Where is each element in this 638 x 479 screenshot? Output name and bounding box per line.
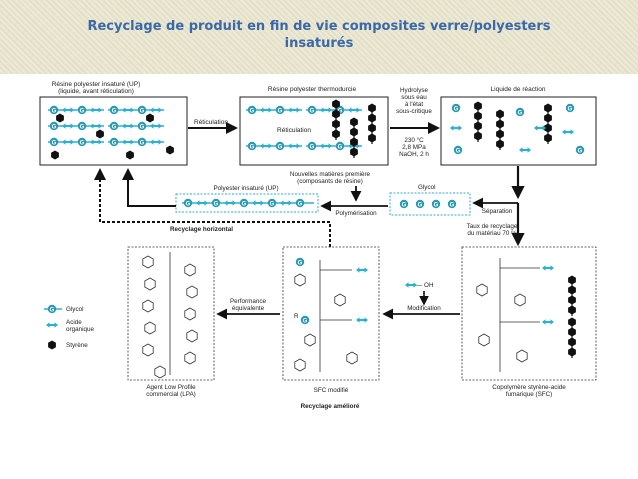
arrow-return-box1 (122, 168, 176, 207)
hydrolyse-line2: sous eau (401, 94, 427, 101)
sfc-caption-line1: Copolymère styrène-acide (492, 384, 566, 391)
lpa-caption-line2: commercial (LPA) (146, 391, 196, 398)
nouvelles-line2: (composants de résine) (297, 178, 363, 185)
glycol-box (389, 192, 471, 216)
box-resin-up (39, 96, 188, 166)
performance-line1: Performance (230, 298, 267, 305)
title-banner (0, 0, 638, 74)
legend (44, 304, 62, 350)
label-recyclage-ameliore: Recyclage amélioré (301, 403, 360, 410)
legend-styrene-icon (48, 340, 56, 350)
hydrolyse-line1: Hydrolyse (400, 87, 428, 94)
legend-acide-line2: organique (66, 326, 95, 333)
label-modification: Modification (407, 305, 441, 312)
box-sfc-modifie (282, 246, 380, 381)
box3-title: Liquide de réaction (491, 86, 546, 93)
oh-label: — OH (416, 282, 434, 289)
r-label: R (294, 313, 299, 320)
glycol-box-label: Glycol (418, 184, 436, 191)
hydrolyse-line4: sous-critique (396, 108, 432, 115)
label-reticulation: Réticulation (194, 119, 228, 126)
slide-title: Recyclage de produit en fin de vie compo… (40, 18, 598, 52)
box1-title-line2: (liquide, avant réticulation) (58, 88, 134, 95)
label-recyclage-horizontal: Recyclage horizontal (170, 226, 233, 233)
box-reaction-liquid (440, 96, 597, 166)
legend-glycol-icon (47, 304, 57, 314)
legend-glycol: Glycol (66, 306, 84, 313)
legend-acid-icon (46, 322, 58, 328)
box1-title-line1: Résine polyester insaturé (UP) (52, 81, 141, 88)
slide-title-line2: insaturés (284, 36, 354, 51)
box-sfc (461, 246, 597, 381)
label-polymerisation: Polymérisation (335, 210, 377, 217)
box2-title: Résine polyester thermodurcie (268, 86, 357, 93)
box-thermoset (239, 96, 389, 166)
lpa-caption-line1: Agent Low Profile (146, 384, 196, 391)
performance-line2: équivalente (232, 305, 265, 312)
label-separation: Séparation (482, 208, 513, 215)
sfc-modifie-caption: SFC modifié (314, 387, 349, 394)
taux-line2: du matériau 70 % (467, 230, 517, 237)
taux-line1: Taux de recyclage (467, 223, 518, 230)
conditions-line3: NaOH, 2 h (399, 151, 429, 158)
legend-styrene: Styrène (66, 342, 88, 349)
legend-acide-line1: Acide (66, 319, 82, 326)
dashed-recyclage-horizontal (94, 168, 331, 247)
polyester-up-box (175, 193, 319, 213)
box-lpa (127, 246, 215, 381)
label-polyester-up: Polyester insaturé (UP) (213, 185, 278, 192)
box2-inner-label: Réticulation (277, 127, 311, 134)
conditions-line2: 2,8 MPa (402, 144, 426, 151)
slide-title-line1: Recyclage de produit en fin de vie compo… (87, 19, 551, 34)
nouvelles-line1: Nouvelles matières première (290, 171, 371, 178)
sfc-caption-line2: fumarique (SFC) (506, 391, 553, 398)
hydrolyse-line3: à l'état (405, 101, 424, 108)
conditions-line1: 230 °C (404, 136, 424, 144)
